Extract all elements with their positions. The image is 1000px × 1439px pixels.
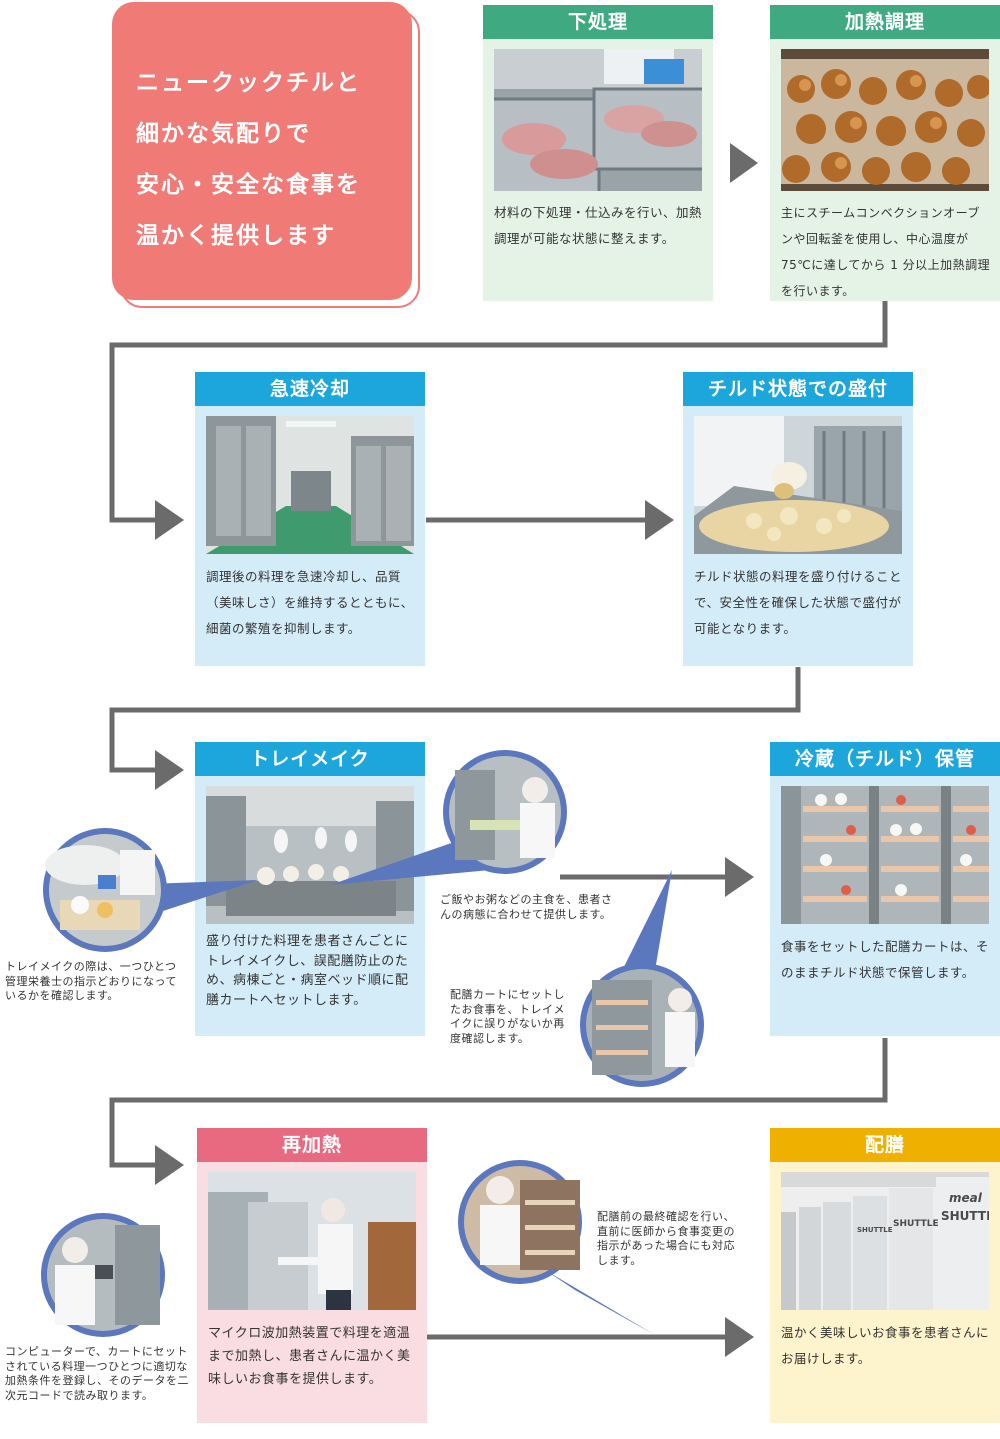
computer-register-photo bbox=[41, 1213, 165, 1337]
step-card-plating: チルド状態での盛付 チルド状態の料理を盛り付けることで、安全性を確保した状態で盛… bbox=[683, 372, 913, 666]
step-card-tray: トレイメイク 盛り付けた料理を患者さんごとにトレイメイクし、誤配膳防止のため、病… bbox=[195, 742, 425, 1036]
step-title: 冷蔵（チルド）保管 bbox=[770, 742, 1000, 776]
roasted-chicken-photo bbox=[781, 49, 989, 191]
cart-recheck-photo bbox=[580, 963, 704, 1087]
cart-rack-photo bbox=[781, 786, 989, 924]
hero-line: 安心・安全な食事を bbox=[136, 172, 361, 198]
step-description: チルド状態の料理を盛り付けることで、安全性を確保した状態で盛付が可能となります。 bbox=[694, 569, 903, 636]
step-description: 盛り付けた料理を患者さんごとにトレイメイクし、誤配膳防止のため、病棟ごと・病室ベ… bbox=[206, 934, 409, 1008]
reheating-cabinet-photo bbox=[208, 1172, 416, 1310]
hero-line: 細かな気配りで bbox=[136, 121, 311, 147]
step-description: 主にスチームコンベクションオーブンや回転釜を使用し、中心温度が 75℃に達してか… bbox=[781, 206, 991, 298]
note-cart-recheck: 配膳カートにセットしたお食事を、トレイメイクに誤りがないか再度確認します。 bbox=[450, 988, 565, 1045]
shuttle-label-big: SHUTTLE bbox=[857, 1226, 893, 1234]
plating-photo bbox=[694, 416, 902, 554]
shuttle-label-big: SHUTTLE bbox=[941, 1209, 989, 1223]
step-card-reheat: 再加熱 マイクロ波加熱装置で料理を適温まで加熱し、患者さんに温かく美味しいお食事… bbox=[197, 1128, 427, 1423]
shuttle-label-big: SHUTTLE bbox=[893, 1219, 939, 1229]
hero-panel bbox=[112, 2, 412, 300]
step-title: 再加熱 bbox=[197, 1128, 427, 1162]
tray-check-photo bbox=[43, 828, 167, 952]
step-title: チルド状態での盛付 bbox=[683, 372, 913, 406]
step-description: マイクロ波加熱装置で料理を適温まで加熱し、患者さんに温かく美味しいお食事を提供し… bbox=[208, 1326, 411, 1387]
arrow-right-icon bbox=[725, 857, 754, 897]
step-description: 温かく美味しいお食事を患者さんにお届けします。 bbox=[781, 1325, 990, 1366]
step-card-storage: 冷蔵（チルド）保管 食事をセットした配膳カートは、そのままチルド状態で保管します… bbox=[770, 742, 1000, 1036]
step-title: トレイメイク bbox=[195, 742, 425, 776]
step-card-delivery: 配膳 meal SHUTTLE SHUTTLE SHUTTLE 温かく美味しいお… bbox=[770, 1128, 1000, 1423]
step-title: 加熱調理 bbox=[770, 5, 1000, 39]
tray-line-photo bbox=[206, 786, 414, 924]
blast-chiller-room-photo bbox=[206, 416, 414, 554]
arrow-right-icon bbox=[725, 1317, 754, 1357]
step-card-chilling: 急速冷却 調理後の料理を急速冷却し、品質（美味しさ）を維持するとともに、細菌の繁… bbox=[195, 372, 425, 666]
step-description: 材料の下処理・仕込みを行い、加熱調理が可能な状態に整えます。 bbox=[494, 205, 703, 246]
note-computer-register: コンピューターで、カートにセットされている料理一つひとつに適切な加熱条件を登録し… bbox=[5, 1345, 189, 1402]
step-description: 食事をセットした配膳カートは、そのままチルド状態で保管します。 bbox=[781, 939, 990, 980]
step-title: 配膳 bbox=[770, 1128, 1000, 1162]
shuttle-label-small: meal bbox=[949, 1191, 983, 1205]
arrow-right-icon bbox=[155, 500, 184, 540]
final-check-photo bbox=[458, 1160, 582, 1284]
meal-shuttle-photo: meal SHUTTLE SHUTTLE SHUTTLE bbox=[781, 1172, 989, 1310]
step-title: 下処理 bbox=[483, 5, 713, 39]
hero-line: 温かく提供します bbox=[136, 223, 336, 249]
hero-headline: ニュークックチルと 細かな気配りで 安心・安全な食事を 温かく提供します bbox=[136, 58, 406, 262]
hero-line: ニュークックチルと bbox=[136, 70, 361, 96]
note-staple-food: ご飯やお粥などの主食を、患者さんの病態に合わせて提供します。 bbox=[440, 893, 613, 921]
step-card-prep: 下処理 材料の下処理・仕込みを行い、加熱調理が可能な状態に整えます。 bbox=[483, 5, 713, 301]
arrow-right-icon bbox=[155, 1145, 184, 1185]
raw-chicken-trays-photo bbox=[494, 49, 702, 191]
note-tray-check: トレイメイクの際は、一つひとつ管理栄養士の指示どおりになっているかを確認します。 bbox=[5, 960, 177, 1002]
arrow-right-icon bbox=[155, 750, 184, 790]
step-title: 急速冷却 bbox=[195, 372, 425, 406]
note-final-check: 配膳前の最終確認を行い、直前に医師から食事変更の指示があった場合にも対応します。 bbox=[597, 1210, 735, 1267]
step-card-cooking: 加熱調理 主にスチームコンベクションオーブンや回転釜を使用し、中心温度が 75℃… bbox=[770, 5, 1000, 301]
arrow-right-icon bbox=[730, 143, 758, 183]
step-description: 調理後の料理を急速冷却し、品質（美味しさ）を維持するとともに、細菌の繁殖を抑制し… bbox=[206, 569, 414, 636]
arrow-right-icon bbox=[645, 500, 674, 540]
staple-food-photo bbox=[443, 750, 567, 874]
